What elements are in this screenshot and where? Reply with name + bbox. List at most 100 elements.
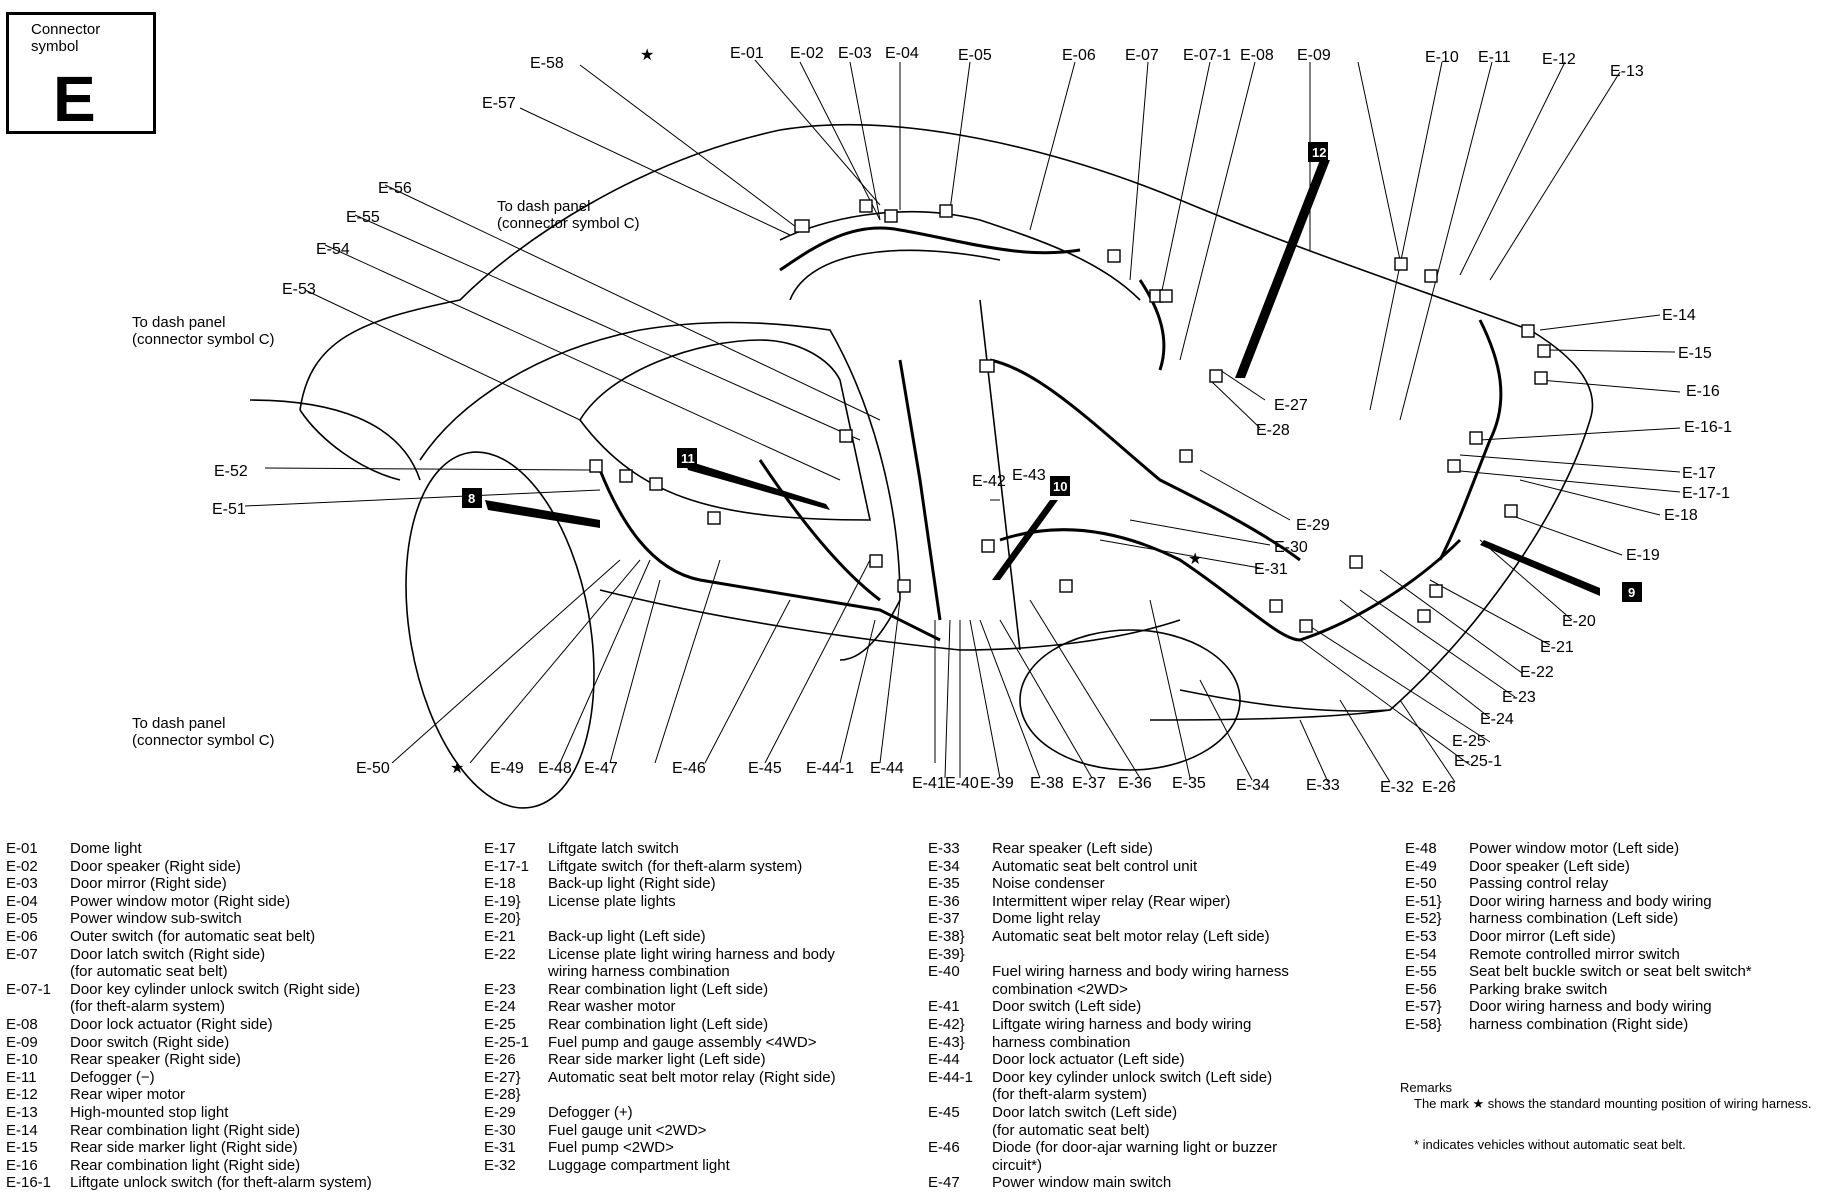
legend-description: Liftgate latch switch xyxy=(548,840,679,857)
legend-code: E-25-1 xyxy=(484,1033,530,1051)
label-e02: E-02 xyxy=(790,45,824,62)
legend-description: Door latch switch (Left side) xyxy=(992,1103,1178,1121)
legend-code: E-21 xyxy=(484,927,516,945)
label-e15: E-15 xyxy=(1678,345,1712,362)
label-e16-1: E-16-1 xyxy=(1684,419,1732,436)
legend-description: Liftgate unlock switch (for theft-alarm … xyxy=(70,1174,372,1192)
label-e24: E-24 xyxy=(1480,711,1514,728)
legend-code xyxy=(6,998,70,1016)
label-e53: E-53 xyxy=(282,281,316,298)
section-box-11: 11 xyxy=(681,451,695,466)
legend-code: E-58} xyxy=(1405,1015,1442,1033)
legend-code: E-15 xyxy=(6,1139,38,1157)
legend-description: Door switch (Right side) xyxy=(70,1033,230,1051)
legend-code: E-43} xyxy=(928,1033,965,1051)
legend-description: Power window motor (Right side) xyxy=(70,892,291,910)
legend-code xyxy=(6,963,70,981)
remarks-text: The mark ★ shows the standard mounting p… xyxy=(1414,1096,1812,1111)
legend-description: Door latch switch (Right side) xyxy=(70,945,266,963)
label-e58: E-58 xyxy=(530,55,564,72)
legend-code: E-13 xyxy=(6,1103,38,1121)
label-e19: E-19 xyxy=(1626,547,1660,564)
legend-description: Rear combination light (Right side) xyxy=(70,1156,301,1174)
legend-code: E-02 xyxy=(6,857,38,875)
legend-code: E-14 xyxy=(6,1121,38,1139)
legend-description: Fuel pump and gauge assembly <4WD> xyxy=(548,1033,817,1051)
legend-code: E-53 xyxy=(1405,927,1437,945)
legend-description: Defogger (−) xyxy=(70,1068,155,1086)
label-star-bottom: ★ xyxy=(450,760,464,777)
legend-code: E-36 xyxy=(928,892,960,910)
legend-row: E-19}License plate lights xyxy=(484,893,836,911)
label-e31: E-31 xyxy=(1254,561,1288,578)
legend-description: Rear washer motor xyxy=(548,998,676,1016)
legend-code: E-04 xyxy=(6,892,38,910)
dash-panel-notes: To dash panel(connector symbol C) To das… xyxy=(132,198,640,749)
dash-note-2-line1: To dash panel xyxy=(132,314,225,331)
legend-code: E-46 xyxy=(928,1139,960,1157)
legend-description: Passing control relay xyxy=(1469,875,1609,893)
legend-description: combination <2WD> xyxy=(992,980,1128,998)
legend-code: E-49 xyxy=(1405,857,1437,875)
legend-code: E-51} xyxy=(1405,892,1442,910)
legend-description: (for automatic seat belt) xyxy=(992,1121,1150,1139)
legend-row: E-16 Rear combination light (Right side) xyxy=(6,1157,372,1175)
label-e55: E-55 xyxy=(346,209,380,226)
legend-code xyxy=(928,1157,992,1175)
remarks-block: Remarks The mark ★ shows the standard mo… xyxy=(1400,1080,1834,1152)
legend-code: E-16 xyxy=(6,1156,38,1174)
legend-code: E-26 xyxy=(484,1051,516,1069)
label-e57: E-57 xyxy=(482,95,516,112)
label-e11: E-11 xyxy=(1478,49,1511,66)
label-e12: E-12 xyxy=(1542,51,1576,68)
legend-description: Fuel pump <2WD> xyxy=(548,1139,674,1157)
label-e13: E-13 xyxy=(1610,63,1644,80)
label-e25: E-25 xyxy=(1452,733,1486,750)
legend-row: E-39} xyxy=(928,946,1289,964)
label-e46: E-46 xyxy=(672,760,706,777)
label-e35: E-35 xyxy=(1172,775,1206,792)
legend-description: Seat belt buckle switch or seat belt swi… xyxy=(1469,963,1752,981)
legend-row: E-11 Defogger (−) xyxy=(6,1069,372,1087)
legend-code: E-38} xyxy=(928,927,965,945)
legend-row: E-42}Liftgate wiring harness and body wi… xyxy=(928,1016,1289,1034)
legend-description: Door lock actuator (Right side) xyxy=(70,1015,273,1033)
legend-code: E-07 xyxy=(6,945,38,963)
label-e04: E-04 xyxy=(885,45,919,62)
legend-row: (for theft-alarm system) xyxy=(928,1086,1289,1104)
legend-row: combination <2WD> xyxy=(928,981,1289,999)
legend-code xyxy=(928,981,992,999)
connector-markers xyxy=(589,199,1551,633)
dash-note-2-line2: (connector symbol C) xyxy=(132,331,275,348)
dash-panel-note-left: To dash panel(connector symbol C) xyxy=(132,314,275,348)
legend-description: Power window motor (Left side) xyxy=(1469,840,1680,857)
legend-description: Back-up light (Right side) xyxy=(548,875,716,893)
legend-code: E-40 xyxy=(928,963,960,981)
label-e17-1: E-17-1 xyxy=(1682,485,1730,502)
legend-description: Parking brake switch xyxy=(1469,980,1608,998)
label-e33: E-33 xyxy=(1306,777,1340,794)
legend-code: E-37 xyxy=(928,910,960,928)
legend-description: Door speaker (Right side) xyxy=(70,857,241,875)
label-e10: E-10 xyxy=(1425,49,1459,66)
legend-code: E-19} xyxy=(484,892,521,910)
label-e08: E-08 xyxy=(1240,47,1274,64)
legend-code: E-11 xyxy=(6,1068,37,1086)
label-e26: E-26 xyxy=(1422,779,1456,796)
legend-code: E-06 xyxy=(6,927,38,945)
legend-row: wiring harness combination xyxy=(484,963,836,981)
legend-code: E-07-1 xyxy=(6,980,52,998)
label-e14: E-14 xyxy=(1662,307,1696,324)
